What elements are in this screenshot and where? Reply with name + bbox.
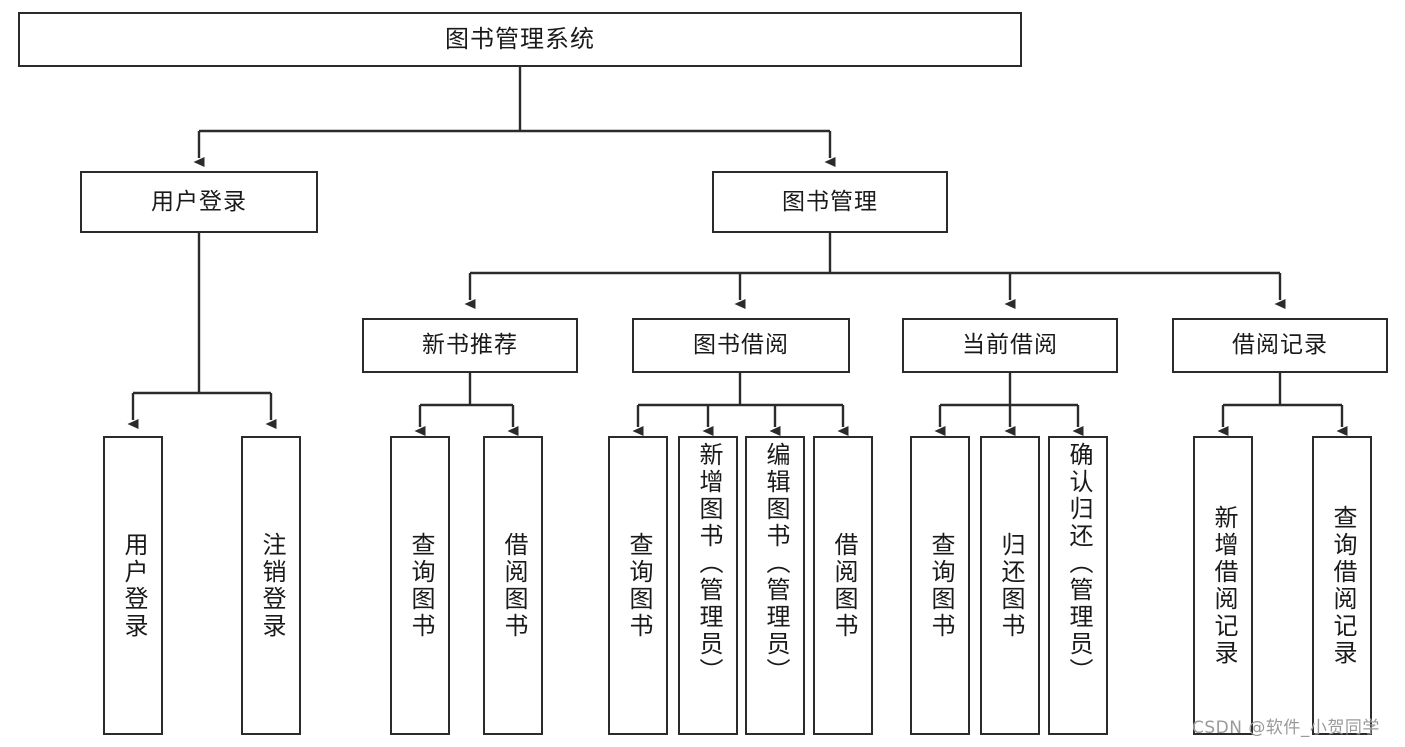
node-label: 查询图书	[926, 531, 955, 640]
leaf-recommend-query-book[interactable]: 查询图书	[390, 436, 450, 735]
leaf-borrow-edit-book-admin[interactable]: 编辑图书（管理员）	[745, 436, 805, 735]
node-label: 借阅记录	[1232, 332, 1328, 359]
leaf-current-return-book[interactable]: 归还图书	[980, 436, 1040, 735]
node-current-borrow[interactable]: 当前借阅	[902, 318, 1118, 373]
node-label: 当前借阅	[962, 332, 1058, 359]
node-label: 查询借阅记录	[1328, 504, 1357, 667]
leaf-record-query-record[interactable]: 查询借阅记录	[1312, 436, 1372, 735]
leaf-recommend-borrow-book[interactable]: 借阅图书	[483, 436, 543, 735]
node-user-login[interactable]: 用户登录	[80, 171, 318, 233]
node-label: 归还图书	[996, 531, 1025, 640]
node-label: 查询图书	[624, 531, 653, 640]
node-label: 新增借阅记录	[1209, 504, 1238, 667]
node-label: 图书管理	[782, 188, 878, 215]
node-label: 注销登录	[257, 531, 286, 640]
node-label: 图书借阅	[693, 332, 789, 359]
node-label: 确认归还（管理员）	[1064, 442, 1093, 685]
leaf-current-confirm-return-admin[interactable]: 确认归还（管理员）	[1048, 436, 1108, 735]
node-label: 用户登录	[119, 531, 148, 640]
leaf-borrow-add-book-admin[interactable]: 新增图书（管理员）	[678, 436, 738, 735]
node-label: 借阅图书	[499, 531, 528, 640]
node-book-borrow[interactable]: 图书借阅	[632, 318, 850, 373]
node-label: 查询图书	[406, 531, 435, 640]
leaf-user-login-signout[interactable]: 注销登录	[241, 436, 301, 735]
node-label: 新增图书（管理员）	[694, 442, 723, 685]
node-label: 图书管理系统	[445, 24, 595, 53]
node-label: 编辑图书（管理员）	[761, 442, 790, 685]
leaf-borrow-borrow-book[interactable]: 借阅图书	[813, 436, 873, 735]
leaf-user-login-signin[interactable]: 用户登录	[103, 436, 163, 735]
node-label: 新书推荐	[422, 332, 518, 359]
leaf-borrow-query-book[interactable]: 查询图书	[608, 436, 668, 735]
node-label: 借阅图书	[829, 531, 858, 640]
leaf-record-add-record[interactable]: 新增借阅记录	[1193, 436, 1253, 735]
node-root-system[interactable]: 图书管理系统	[18, 12, 1022, 67]
node-book-management[interactable]: 图书管理	[712, 171, 948, 233]
node-new-book-recommend[interactable]: 新书推荐	[362, 318, 578, 373]
watermark-text: CSDN @软件_小贺同学	[1192, 718, 1380, 738]
node-borrow-record[interactable]: 借阅记录	[1172, 318, 1388, 373]
node-label: 用户登录	[151, 188, 247, 215]
leaf-current-query-book[interactable]: 查询图书	[910, 436, 970, 735]
